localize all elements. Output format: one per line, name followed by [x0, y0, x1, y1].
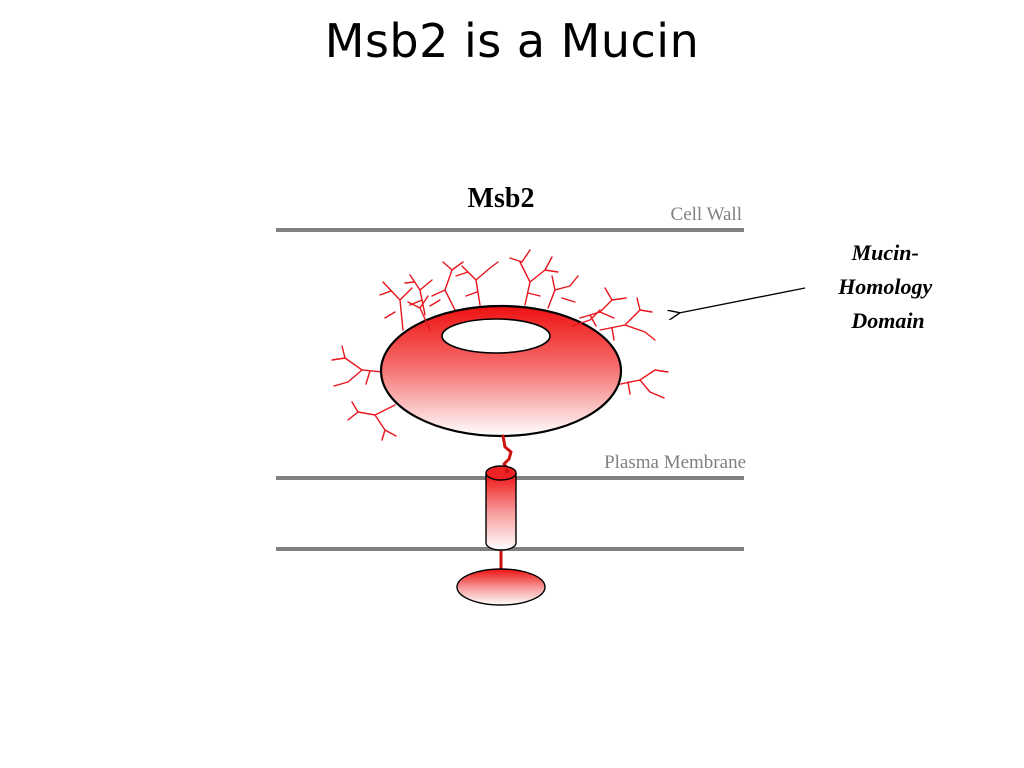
glycan-chain — [429, 261, 464, 311]
transmembrane-domain — [485, 465, 517, 551]
glycan-chain — [509, 249, 559, 306]
glycan-chain — [455, 261, 499, 306]
protein-label: Msb2 — [468, 183, 535, 214]
domain-pointer-arrow — [679, 287, 806, 313]
domain-label: Mucin- Homology Domain — [837, 240, 938, 333]
mucin-domain-hole — [441, 318, 551, 354]
slide-title: Msb2 is a Mucin — [324, 14, 700, 68]
cytoplasmic-domain — [456, 568, 546, 606]
glycan-chain — [407, 295, 431, 331]
domain-label-line-2: Homology — [837, 274, 932, 299]
linker-attachment-dot — [504, 468, 510, 474]
glycan-chain — [579, 287, 627, 327]
glycan-chain — [571, 309, 601, 327]
domain-label-line-3: Domain — [850, 308, 924, 333]
glycan-overlay — [407, 295, 601, 331]
glycan-chain — [379, 281, 413, 331]
cylinder-body — [485, 473, 517, 551]
glycan-chain — [547, 275, 579, 309]
mucin-homology-domain-body — [379, 304, 623, 438]
glycan-chain — [599, 297, 656, 341]
plasma-membrane-label: Plasma Membrane — [604, 452, 746, 473]
glycan-chain — [347, 401, 397, 441]
domain-label-line-1: Mucin- — [851, 240, 919, 265]
glycan-chain — [615, 369, 669, 399]
linker-chain — [501, 434, 513, 471]
cylinder-top — [485, 465, 517, 481]
glycan-chains — [331, 249, 669, 441]
cell-wall-label: Cell Wall — [671, 204, 742, 225]
glycan-chain — [404, 274, 433, 316]
glycan-chain — [331, 345, 384, 387]
